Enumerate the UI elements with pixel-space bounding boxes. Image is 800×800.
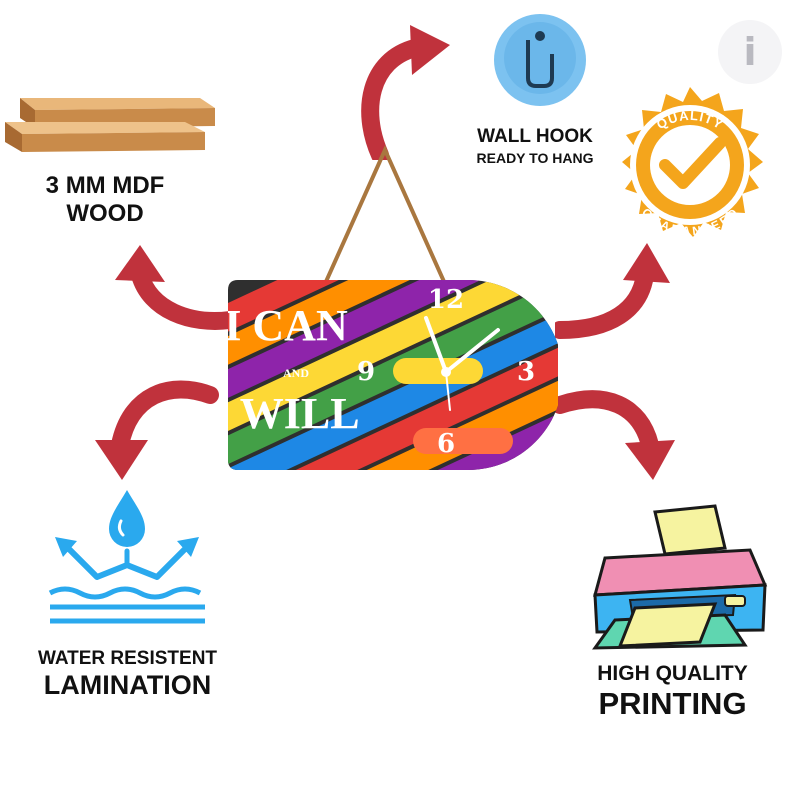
arrow-to-water [95, 380, 219, 480]
sign-text-bottom: I WILL [228, 389, 360, 438]
wood-label-line1: 3 MM MDF [45, 172, 165, 199]
printer-icon [592, 504, 768, 650]
clock-hands [424, 316, 500, 411]
arrow-to-hook [361, 25, 450, 160]
printing-label-line2: PRINTING [598, 686, 747, 722]
product-clock-sign: I CAN AND I WILL 12 3 6 9 [228, 280, 558, 470]
water-label: WATER RESISTENT LAMINATION [20, 648, 235, 701]
sign-text-middle: AND [283, 366, 309, 380]
arrow-to-wood [115, 245, 239, 330]
wood-label: 3 MM MDF WOOD [10, 172, 200, 227]
printing-label-line1: HIGH QUALITY [597, 662, 748, 685]
hook-label-line1: WALL HOOK [477, 126, 593, 147]
clock-number-3: 3 [517, 357, 535, 387]
wood-planks-icon [5, 98, 215, 152]
hanging-string [318, 145, 452, 296]
clock-number-6: 6 [437, 429, 455, 459]
quality-seal-icon: QUALITY GUARANTEED [622, 87, 763, 238]
clock-number-9: 9 [357, 357, 375, 387]
water-label-line2: LAMINATION [43, 669, 212, 700]
clock-number-12: 12 [428, 285, 464, 315]
arrow-to-quality [555, 243, 670, 339]
brand-logo: i [718, 20, 782, 84]
sign-text-top: I CAN [228, 301, 348, 350]
wood-label-line2: WOOD [66, 199, 144, 227]
hook-label-line2: READY TO HANG [476, 149, 594, 166]
brand-logo-text: i [743, 30, 757, 74]
hook-label: WALL HOOK READY TO HANG [455, 126, 615, 166]
water-label-line1: WATER RESISTENT [37, 648, 218, 669]
arrow-to-printer [555, 390, 675, 480]
printing-label: HIGH QUALITY PRINTING [565, 662, 780, 722]
wall-hook-icon [494, 14, 586, 106]
water-resistant-icon [48, 490, 205, 624]
